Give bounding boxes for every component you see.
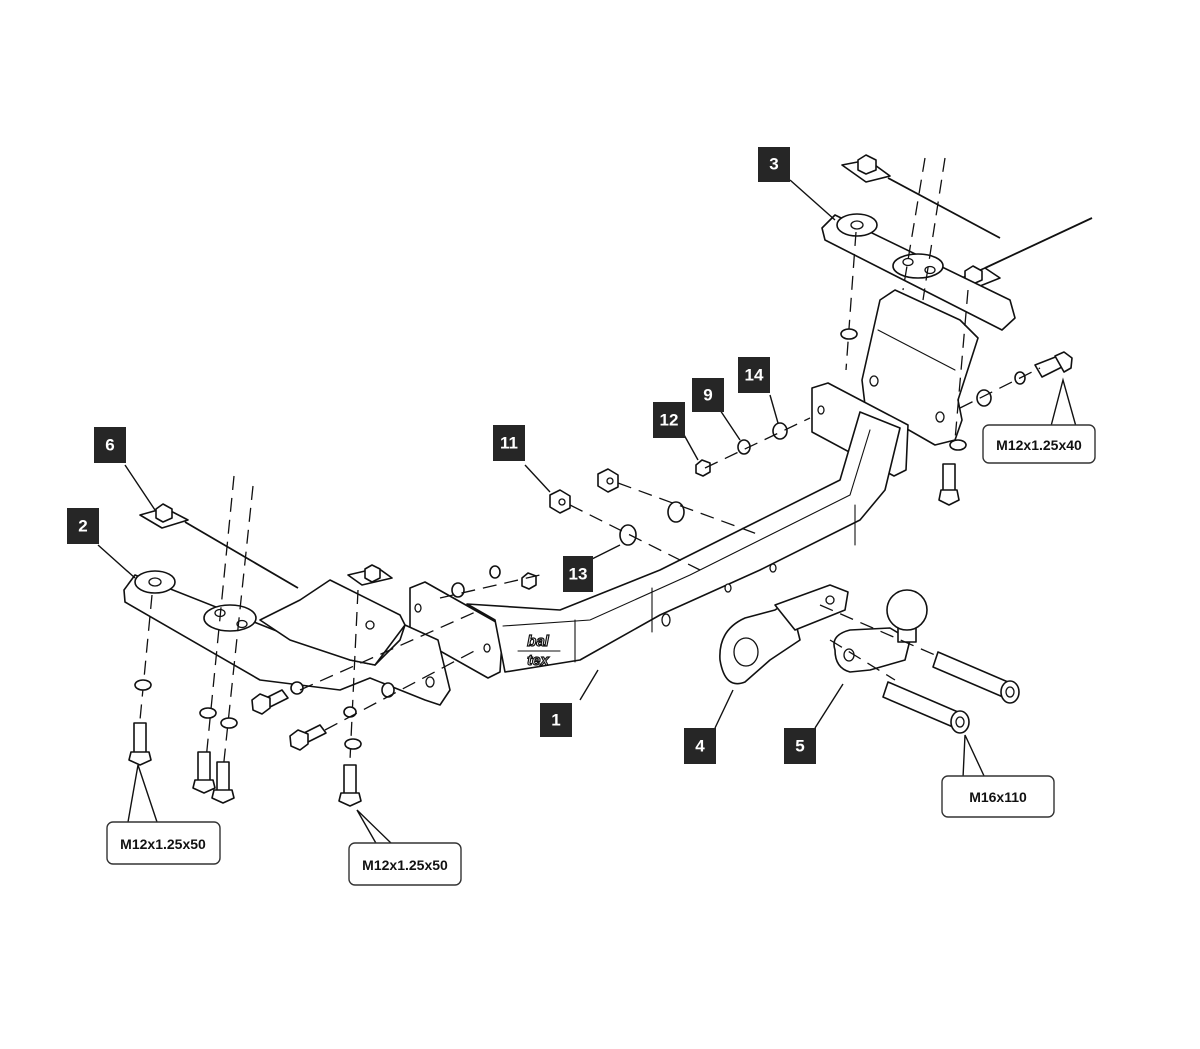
- tow-ball-part: [819, 589, 1020, 734]
- svg-text:12: 12: [660, 411, 679, 430]
- svg-text:14: 14: [745, 366, 764, 385]
- callout-13: 13: [563, 556, 593, 592]
- main-crossbar-part: bal tex: [409, 382, 909, 679]
- bolt-group-left: [128, 722, 362, 807]
- left-bracket-part: [123, 475, 481, 807]
- svg-text:13: 13: [569, 565, 588, 584]
- svg-text:M12x1.25x50: M12x1.25x50: [120, 836, 206, 852]
- nut-plate-top-right: [841, 154, 1001, 239]
- svg-text:4: 4: [695, 737, 705, 756]
- bolt-spec-right-bracket: M12x1.25x40: [982, 424, 1096, 464]
- svg-text:5: 5: [795, 737, 804, 756]
- nut-plate-left: [139, 503, 299, 589]
- callout-5: 5: [784, 728, 816, 764]
- bolt-spec-towball: M16x110: [941, 775, 1055, 818]
- callout-12: 12: [653, 402, 685, 438]
- svg-text:M16x110: M16x110: [969, 789, 1027, 805]
- svg-text:11: 11: [500, 434, 518, 453]
- svg-text:2: 2: [78, 517, 87, 536]
- svg-text:1: 1: [551, 711, 560, 730]
- svg-text:9: 9: [703, 386, 712, 405]
- fasteners-middle: [439, 417, 811, 599]
- socket-plate-part: [719, 584, 849, 685]
- callout-3: 3: [758, 147, 790, 182]
- bolt-spec-left-1: M12x1.25x50: [106, 821, 221, 865]
- svg-text:bal: bal: [527, 633, 550, 650]
- callout-2: 2: [67, 508, 99, 544]
- callout-11: 11: [493, 425, 525, 461]
- bolt-spec-left-2: M12x1.25x50: [348, 842, 462, 886]
- svg-text:6: 6: [105, 436, 114, 455]
- callout-14: 14: [738, 357, 770, 393]
- callout-1: 1: [540, 703, 572, 737]
- right-bracket-part: [821, 154, 1093, 506]
- svg-text:tex: tex: [527, 652, 549, 669]
- baltex-logo: bal tex: [517, 632, 561, 670]
- leader-lines: [97, 179, 1078, 846]
- callout-4: 4: [684, 728, 716, 764]
- svg-text:M12x1.25x40: M12x1.25x40: [996, 437, 1082, 453]
- nut-plate-left-2: [347, 564, 393, 586]
- callout-9: 9: [692, 378, 724, 412]
- svg-text:3: 3: [769, 155, 778, 174]
- svg-text:M12x1.25x50: M12x1.25x50: [362, 857, 448, 873]
- callout-6: 6: [94, 427, 126, 463]
